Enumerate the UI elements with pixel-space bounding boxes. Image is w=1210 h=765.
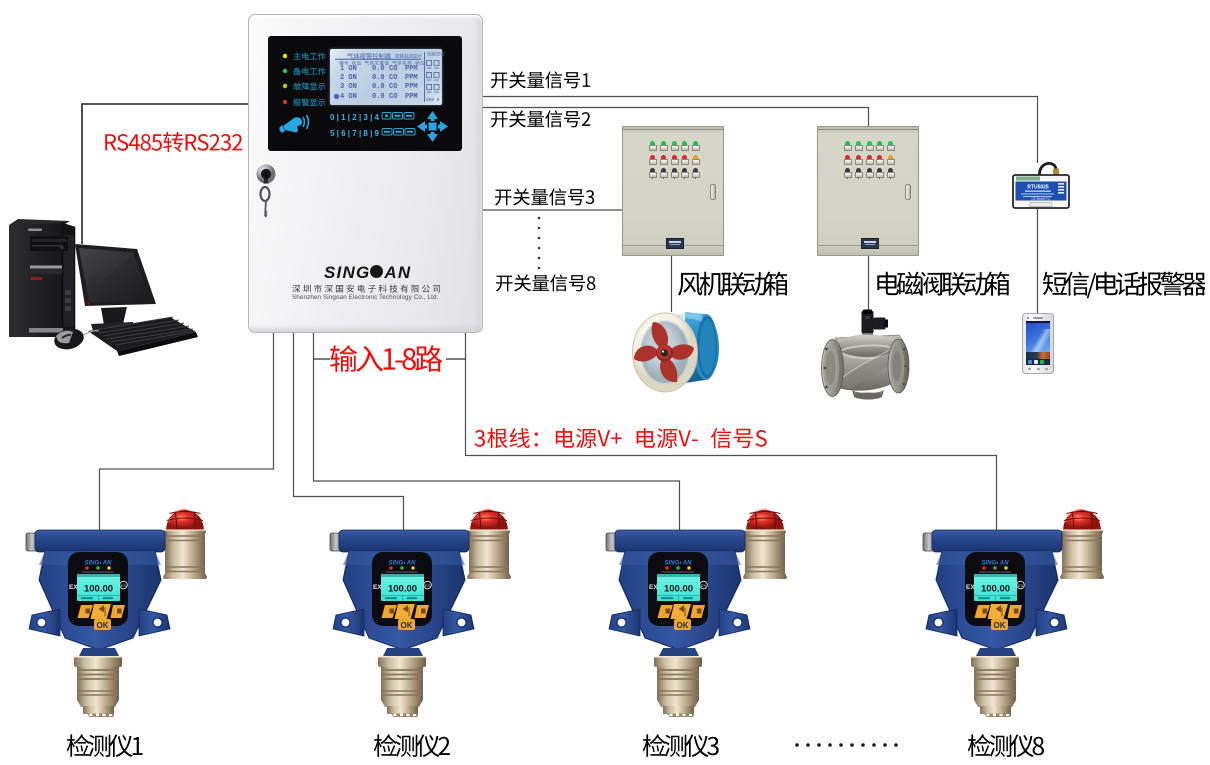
svg-text:CE RoHS FC: CE RoHS FC <box>1032 197 1052 201</box>
svg-text:888 0: 888 0 <box>426 97 440 103</box>
svg-text:RTU5025: RTU5025 <box>1027 185 1049 191</box>
